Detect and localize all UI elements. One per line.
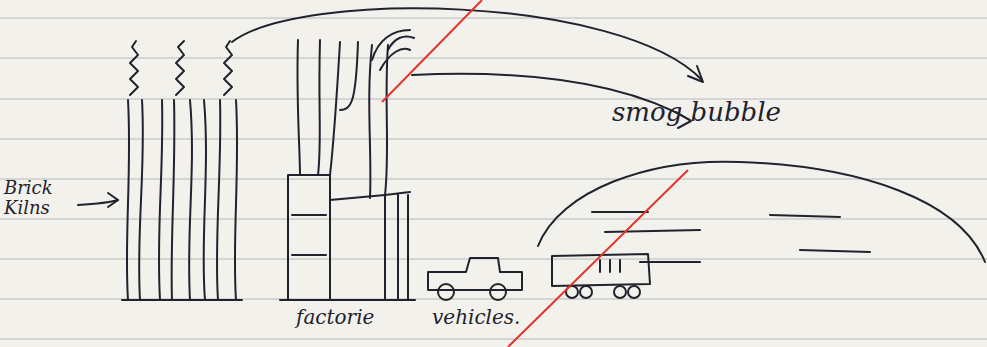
pointer-arrow xyxy=(78,193,118,207)
ruled-lines xyxy=(0,18,987,339)
bus xyxy=(552,254,650,298)
kiln-label: Brick Kilns xyxy=(4,178,76,218)
smog-label: smog bubble xyxy=(612,98,832,127)
factory xyxy=(280,30,415,300)
factory-label: factorie xyxy=(296,306,416,328)
brick-kilns xyxy=(122,41,242,300)
red-check-marks xyxy=(382,0,688,347)
smog-dome xyxy=(538,162,985,262)
car xyxy=(428,258,522,300)
vehicle-label: vehicles. xyxy=(432,306,562,328)
